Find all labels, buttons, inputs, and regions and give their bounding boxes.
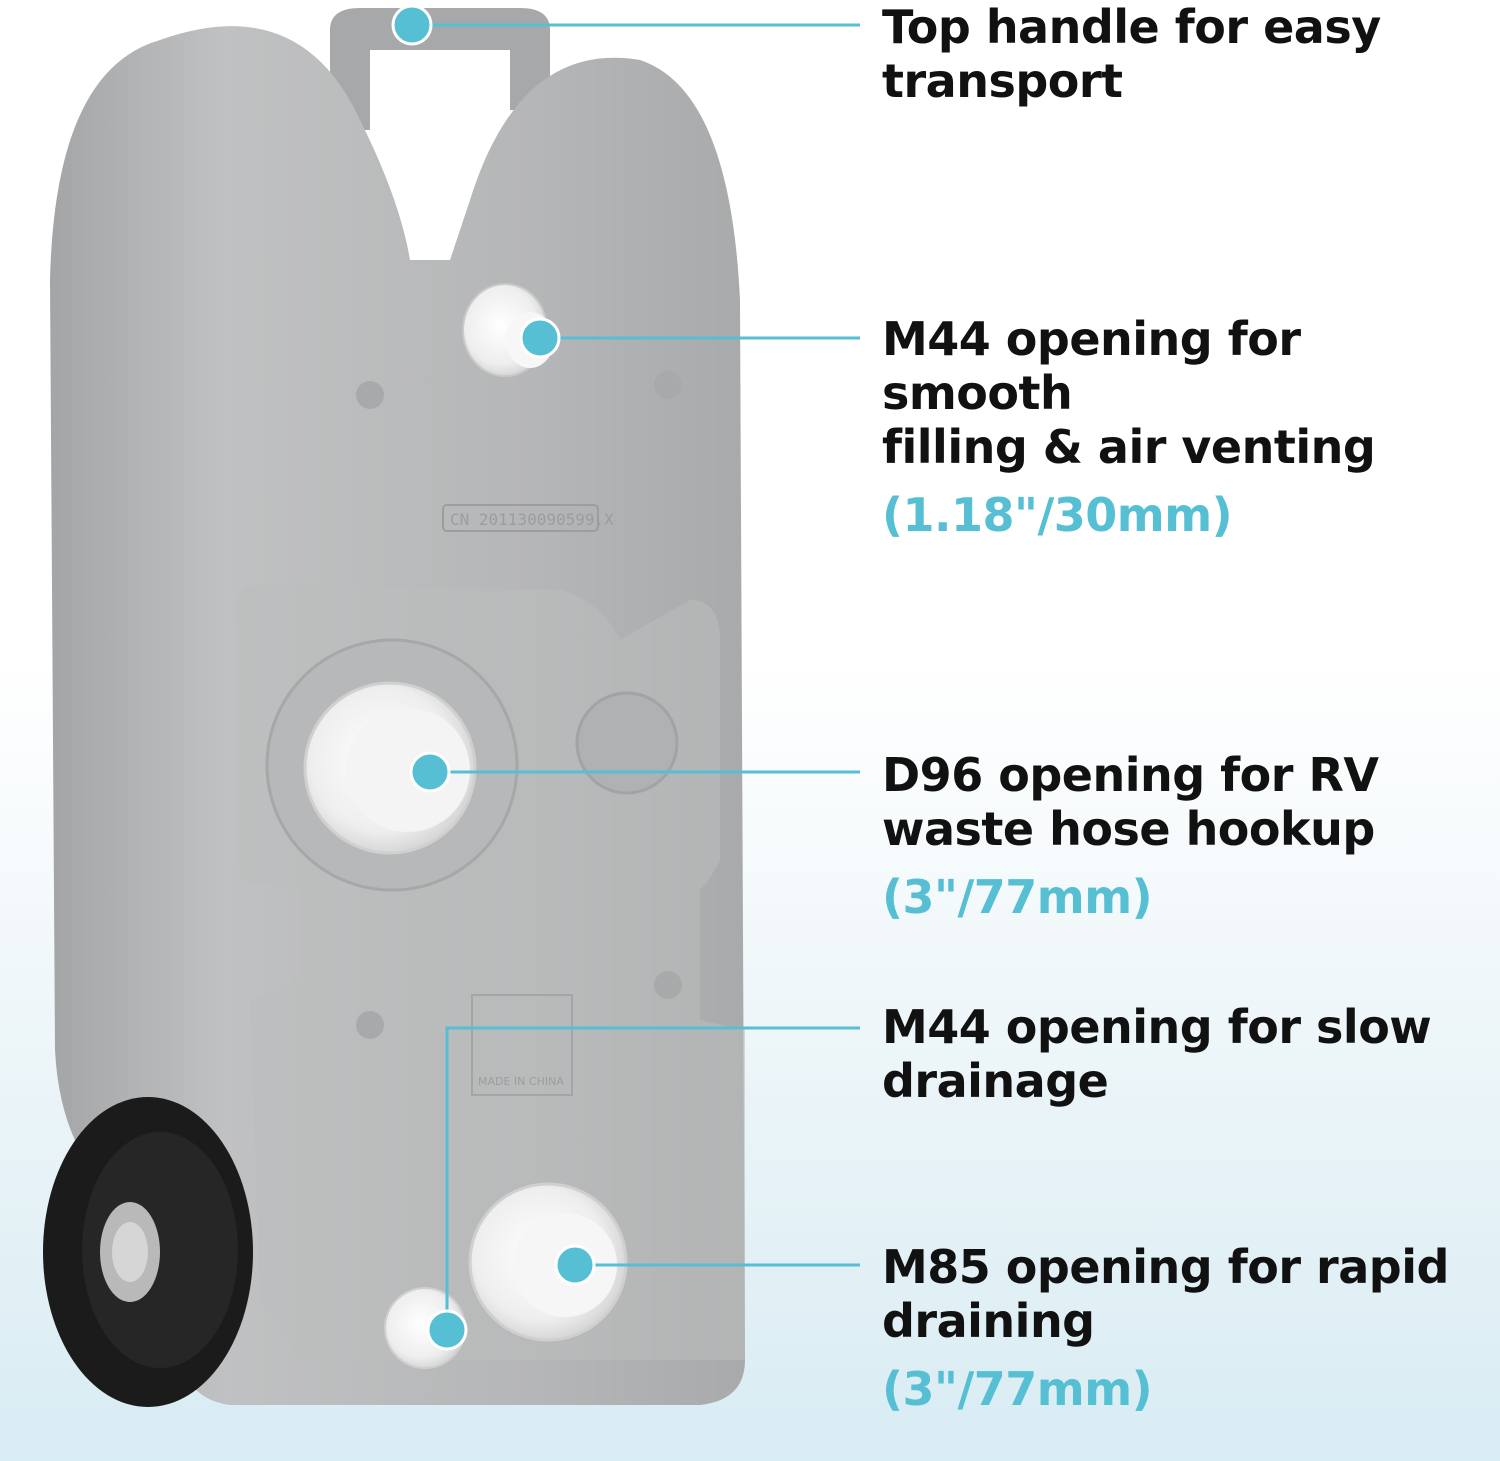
- callout-title-line1: M44 opening for slow: [882, 1000, 1432, 1054]
- callout-title-line2: transport: [882, 54, 1123, 108]
- callout-dots: [391, 4, 596, 1351]
- callout-title-line2: draining: [882, 1294, 1095, 1348]
- callout-title-line1: D96 opening for RV: [882, 748, 1379, 802]
- rapid-drain-dot: [554, 1244, 596, 1286]
- callout-title-line2: waste hose hookup: [882, 802, 1375, 856]
- callout-m44-fill: M44 opening for smooth filling & air ven…: [882, 312, 1500, 542]
- callout-size: (1.18"/30mm): [882, 488, 1233, 542]
- d96-hose-opening: [265, 638, 519, 892]
- callout-size: (3"/77mm): [882, 1362, 1153, 1416]
- handle-dot: [391, 4, 433, 46]
- fill-dot: [519, 317, 561, 359]
- callout-size: (3"/77mm): [882, 870, 1153, 924]
- svg-text:MADE IN CHINA: MADE IN CHINA: [478, 1075, 564, 1088]
- callout-title-line1: M85 opening for rapid: [882, 1240, 1449, 1294]
- wheel: [43, 1097, 253, 1407]
- d96-dot: [409, 751, 451, 793]
- callout-m85-rapid-drain: M85 opening for rapid draining (3"/77mm): [882, 1240, 1449, 1416]
- callout-title-line1: Top handle for easy: [882, 0, 1381, 54]
- m85-rapid-drain-opening: [468, 1182, 628, 1342]
- callout-title-line2: filling & air venting: [882, 420, 1376, 474]
- slow-drain-dot: [426, 1309, 468, 1351]
- callout-title-line2: drainage: [882, 1054, 1109, 1108]
- top-handle: [330, 8, 550, 130]
- callout-d96-hose: D96 opening for RV waste hose hookup (3"…: [882, 748, 1379, 924]
- callout-title-line1: M44 opening for smooth: [882, 312, 1301, 420]
- svg-text:CN 201130090599.X: CN 201130090599.X: [450, 510, 614, 529]
- callout-top-handle: Top handle for easy transport: [882, 0, 1381, 108]
- callout-m44-slow-drain: M44 opening for slow drainage: [882, 1000, 1432, 1108]
- leader-lines: [412, 23, 860, 1330]
